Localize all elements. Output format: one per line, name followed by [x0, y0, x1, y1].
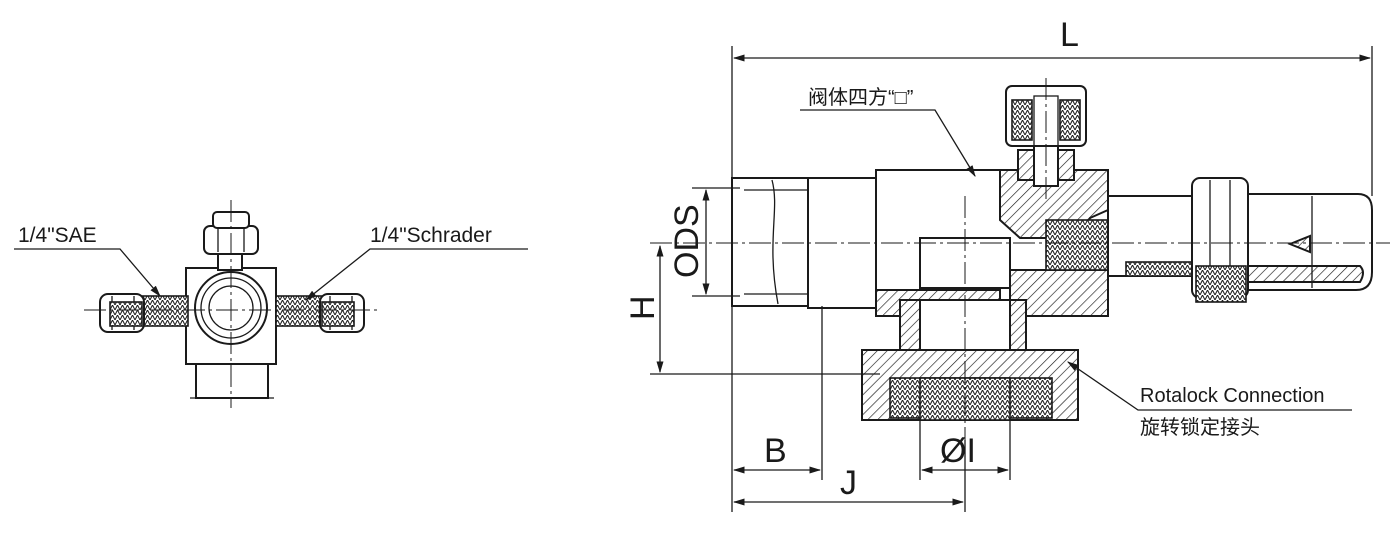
section-view: L ODS H B J ØI 阀体四方“□” Rotalock Connecti…	[624, 16, 1390, 512]
dim-OI-label: ØI	[940, 432, 976, 470]
schrader-thread	[321, 301, 355, 327]
schrader-leader	[305, 248, 528, 301]
schrader-label: 1/4"Schrader	[370, 224, 492, 247]
dim-H-label: H	[624, 295, 662, 320]
rotalock-leader	[1067, 361, 1352, 411]
sae-label: 1/4"SAE	[18, 224, 97, 247]
dim-B-label: B	[764, 432, 787, 470]
ods-tube-break	[771, 179, 779, 305]
schrader-stem	[275, 295, 323, 327]
top-nut-thread-left	[1011, 99, 1033, 141]
dim-L-label: L	[1060, 16, 1079, 54]
valve-body-leader	[800, 109, 976, 178]
lower-pipe	[195, 363, 269, 399]
rotalock-label-en: Rotalock Connection	[1140, 385, 1325, 407]
sae-thread	[109, 301, 143, 327]
valve-body-label: 阀体四方“□”	[808, 86, 913, 109]
rotalock-label-cn: 旋转锁定接头	[1140, 416, 1260, 439]
spindle-cap-hatch	[1247, 265, 1364, 283]
spindle-thread	[1125, 261, 1201, 277]
dim-J-label: J	[840, 464, 857, 502]
cap-tip	[1287, 234, 1311, 254]
packing-nut-thread	[1195, 265, 1247, 303]
dim-ODS-label: ODS	[668, 204, 706, 278]
sae-leader	[14, 248, 161, 297]
sae-stem	[141, 295, 189, 327]
top-nut-thread-right	[1059, 99, 1081, 141]
end-view: 1/4"SAE 1/4"Schrader	[14, 200, 528, 408]
